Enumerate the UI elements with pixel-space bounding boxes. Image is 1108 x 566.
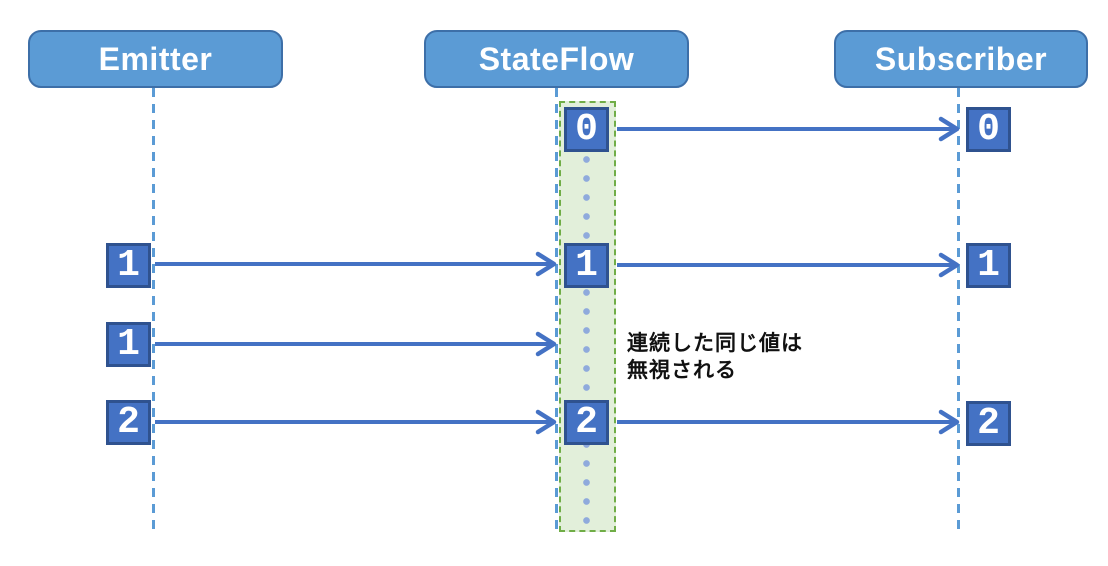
arrow-emitter-1-ignored-to-stateflow: [155, 331, 557, 357]
stateflow-value-2: 2: [564, 400, 609, 445]
stateflow-value-0: 0: [564, 107, 609, 152]
actor-subscriber-label: Subscriber: [874, 40, 1048, 77]
arrow-stateflow-1-to-subscriber: [617, 252, 960, 278]
arrow-emitter-1-to-stateflow: [155, 251, 557, 277]
emitter-value-1-second: 1: [106, 322, 151, 367]
actor-stateflow: StateFlow: [424, 30, 689, 88]
actor-emitter: Emitter: [28, 30, 283, 88]
actor-subscriber: Subscriber: [834, 30, 1088, 88]
arrow-emitter-2-to-stateflow: [155, 409, 557, 435]
subscriber-value-0: 0: [966, 107, 1011, 152]
stateflow-value-1: 1: [564, 243, 609, 288]
subscriber-value-1: 1: [966, 243, 1011, 288]
arrow-stateflow-2-to-subscriber: [617, 409, 960, 435]
actor-emitter-label: Emitter: [98, 40, 213, 77]
arrow-stateflow-0-to-subscriber: [617, 116, 960, 142]
annotation-line-2: 無視される: [627, 359, 737, 382]
subscriber-lifeline: [957, 88, 960, 531]
emitter-value-2: 2: [106, 400, 151, 445]
emitter-value-1-first: 1: [106, 243, 151, 288]
stateflow-lifeline: [555, 88, 558, 531]
stateflow-dotted-timeline: [582, 112, 591, 528]
subscriber-value-2: 2: [966, 401, 1011, 446]
emitter-lifeline: [152, 88, 155, 531]
annotation-line-1: 連続した同じ値は: [627, 332, 803, 355]
actor-stateflow-label: StateFlow: [478, 40, 635, 77]
annotation-note: 連続した同じ値は 無視される: [627, 330, 803, 384]
